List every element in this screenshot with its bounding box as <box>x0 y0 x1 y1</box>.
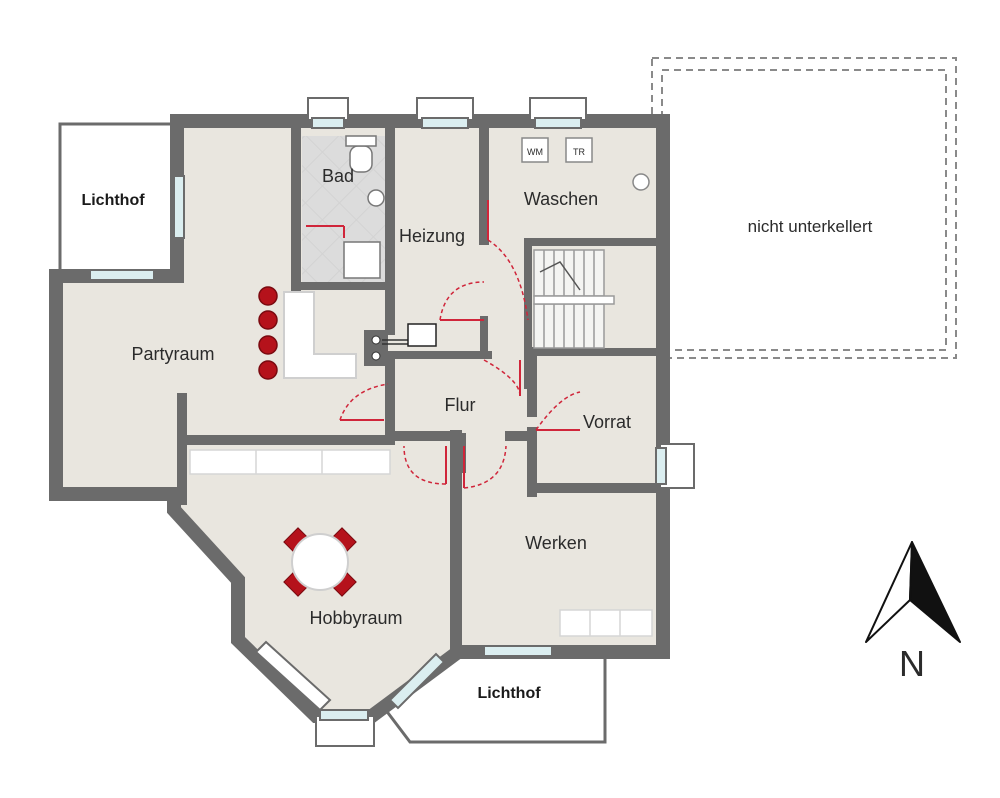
washer-label: WM <box>527 147 543 157</box>
north-label: N <box>899 643 925 684</box>
room-label-heizung: Heizung <box>399 226 465 246</box>
room-label-werken: Werken <box>525 533 587 553</box>
room-label-bad: Bad <box>322 166 354 186</box>
bathroom-fixtures <box>306 135 385 279</box>
door-leaves <box>340 200 580 488</box>
room-label-hobbyraum: Hobbyraum <box>309 608 402 628</box>
dryer-label: TR <box>573 147 585 157</box>
windows <box>89 97 695 747</box>
washer-dryer: WM TR <box>521 137 650 191</box>
bar-counter <box>283 291 357 379</box>
building-outline <box>49 114 670 723</box>
staircase <box>533 249 615 349</box>
lichthof-west-outline <box>58 122 180 278</box>
interior-walls <box>177 123 668 658</box>
bar-stools <box>258 286 278 380</box>
chimney-icon <box>371 323 437 361</box>
room-label-vorrat: Vorrat <box>583 412 631 432</box>
unexcavated-area <box>651 57 957 359</box>
room-label-flur: Flur <box>445 395 476 415</box>
lichthof-south-outline <box>380 652 607 744</box>
room-label-waschen: Waschen <box>524 189 598 209</box>
dining-table <box>283 527 357 597</box>
cabinets <box>189 449 653 637</box>
room-label-partyraum: Partyraum <box>131 344 214 364</box>
unexcavated-label: nicht unterkellert <box>748 217 873 236</box>
north-arrow-icon <box>865 541 961 643</box>
room-label-lichthof-south: Lichthof <box>477 685 541 702</box>
room-label-lichthof-west: Lichthof <box>81 192 145 209</box>
